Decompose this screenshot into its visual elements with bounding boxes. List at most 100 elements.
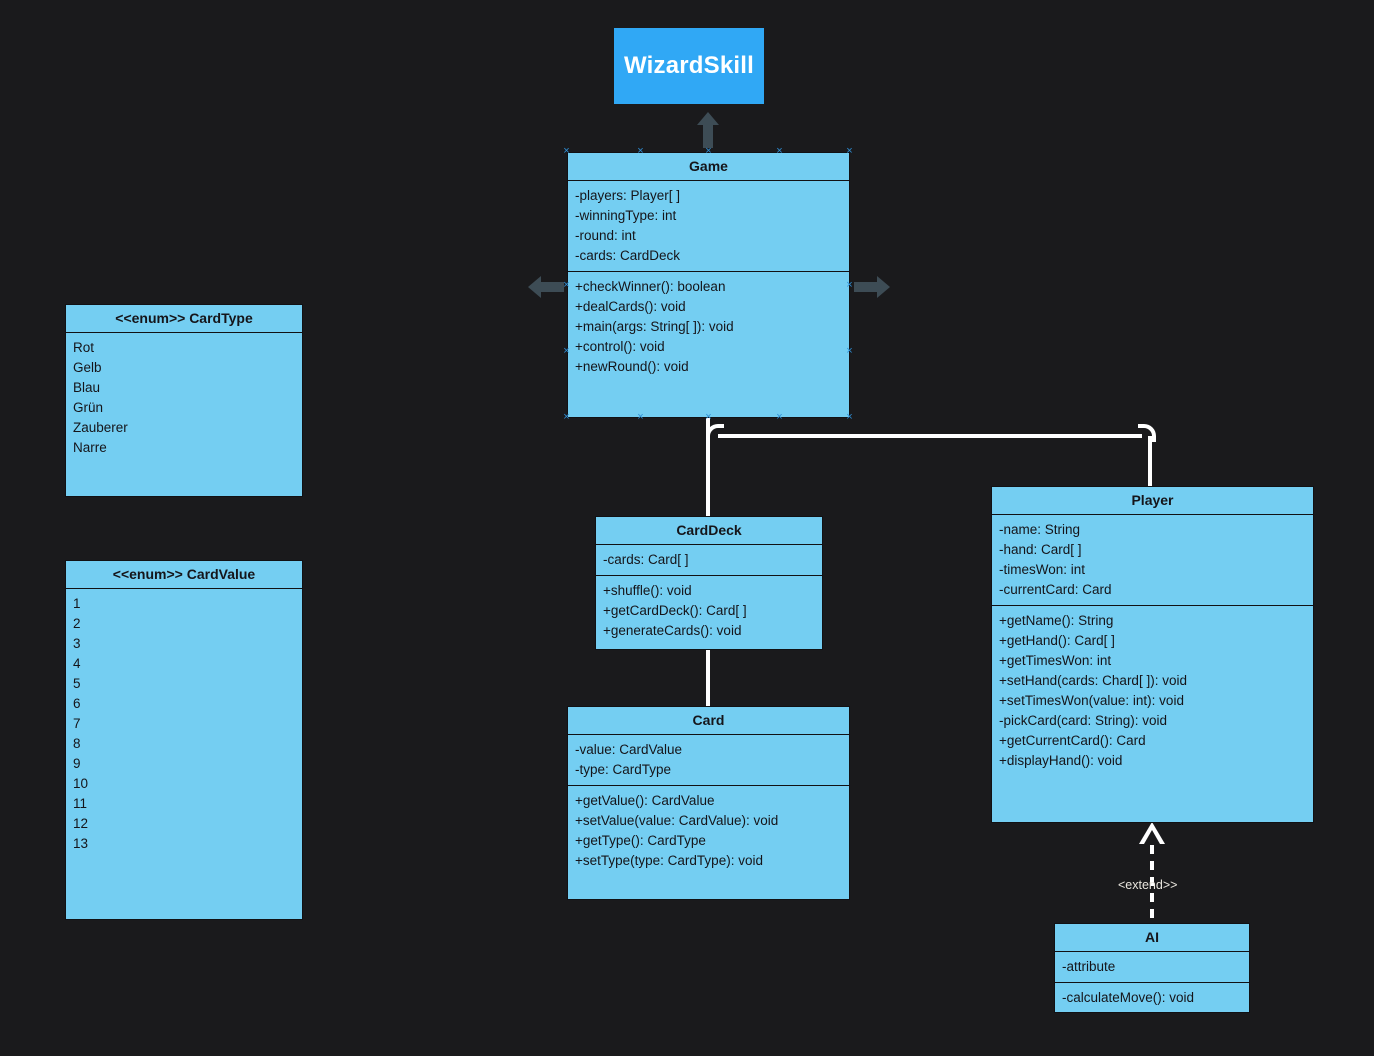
enum-value-row: Gelb — [73, 360, 102, 375]
enum-value-row: 9 — [73, 756, 81, 771]
edge-game-carddeck — [706, 418, 710, 528]
methods-compartment-game: +checkWinner(): boolean +dealCards(): vo… — [568, 272, 849, 417]
method-row: +dealCards(): void — [575, 299, 686, 314]
class-box-ai[interactable]: AI -attribute -calculateMove(): void — [1054, 923, 1250, 1013]
method-row: +shuffle(): void — [603, 583, 692, 598]
class-box-card[interactable]: Card -value: CardValue -type: CardType +… — [567, 706, 850, 900]
enum-value-row: Zauberer — [73, 420, 128, 435]
arrow-left-nav[interactable] — [528, 275, 564, 299]
enum-value-row: 12 — [73, 816, 89, 831]
enum-value-row: 7 — [73, 716, 81, 731]
method-row: +setHand(cards: Chard[ ]): void — [999, 673, 1187, 688]
enum-value-row: 3 — [73, 636, 81, 651]
class-box-carddeck[interactable]: CardDeck -cards: Card[ ] +shuffle(): voi… — [595, 516, 823, 650]
enum-value-row: 1 — [73, 596, 81, 611]
attribute-row: -cards: CardDeck — [575, 248, 681, 263]
method-row: +getType(): CardType — [575, 833, 706, 848]
attribute-row: -players: Player[ ] — [575, 188, 681, 203]
selection-handle-sw[interactable]: × — [563, 411, 570, 423]
method-row: +setTimesWon(value: int): void — [999, 693, 1184, 708]
attribute-row: -hand: Card[ ] — [999, 542, 1082, 557]
enum-value-row: 2 — [73, 616, 81, 631]
attributes-compartment-carddeck: -cards: Card[ ] — [596, 545, 822, 576]
method-row: +checkWinner(): boolean — [575, 279, 726, 294]
enum-value-row: 11 — [73, 796, 88, 811]
methods-compartment-player: +getName(): String +getHand(): Card[ ] +… — [992, 606, 1313, 822]
method-row: -pickCard(card: String): void — [999, 713, 1168, 728]
method-row: +getHand(): Card[ ] — [999, 633, 1115, 648]
class-name-carddeck: CardDeck — [596, 517, 822, 545]
edge-game-player-corner-right — [1138, 424, 1156, 442]
class-box-cardtype[interactable]: <<enum>> CardType Rot Gelb Blau Grün Zau… — [65, 304, 303, 497]
attribute-row: -name: String — [999, 522, 1081, 537]
selection-handle-n[interactable]: × — [637, 145, 644, 157]
method-row: +getCurrentCard(): Card — [999, 733, 1146, 748]
class-name-card: Card — [568, 707, 849, 735]
enum-value-row: Rot — [73, 340, 95, 355]
method-row: +generateCards(): void — [603, 623, 742, 638]
title-block-wizardskill[interactable]: WizardSkill — [614, 28, 764, 104]
attributes-compartment-game: -players: Player[ ] -winningType: int -r… — [568, 181, 849, 272]
class-name-ai: AI — [1055, 924, 1249, 952]
method-row: +getTimesWon: int — [999, 653, 1112, 668]
arrow-up-to-title — [697, 112, 719, 148]
selection-handle-w[interactable]: × — [563, 279, 570, 291]
selection-handle-s[interactable]: × — [637, 411, 644, 423]
class-name-cardtype: <<enum>> CardType — [66, 305, 302, 333]
attribute-row: -value: CardValue — [575, 742, 683, 757]
method-row: +control(): void — [575, 339, 665, 354]
attribute-row: -attribute — [1062, 959, 1116, 974]
method-row: +setValue(value: CardValue): void — [575, 813, 779, 828]
selection-handle-nw[interactable]: × — [563, 145, 570, 157]
attribute-row: -cards: Card[ ] — [603, 552, 689, 567]
enum-value-row: 10 — [73, 776, 89, 791]
enum-value-row: 13 — [73, 836, 89, 851]
values-compartment-cardtype: Rot Gelb Blau Grün Zauberer Narre — [66, 333, 302, 496]
selection-handle-ne[interactable]: × — [846, 145, 853, 157]
attributes-compartment-ai: -attribute — [1055, 952, 1249, 983]
selection-handle-w2[interactable]: × — [563, 345, 570, 357]
class-box-game[interactable]: Game -players: Player[ ] -winningType: i… — [567, 152, 850, 418]
selection-handle-se[interactable]: × — [846, 411, 853, 423]
attribute-row: -type: CardType — [575, 762, 672, 777]
edge-game-player-corner-left — [706, 424, 724, 442]
methods-compartment-card: +getValue(): CardValue +setValue(value: … — [568, 786, 849, 899]
attributes-compartment-card: -value: CardValue -type: CardType — [568, 735, 849, 786]
edge-label-extend: <extend>> — [1118, 878, 1178, 892]
enum-value-row: 8 — [73, 736, 81, 751]
enum-value-row: 4 — [73, 656, 81, 671]
edge-player-vertical — [1148, 436, 1152, 488]
arrow-right-nav[interactable] — [854, 275, 890, 299]
enum-value-row: Grün — [73, 400, 104, 415]
values-compartment-cardvalue: 1 2 3 4 5 6 7 8 9 10 11 12 13 — [66, 589, 302, 919]
class-box-player[interactable]: Player -name: String -hand: Card[ ] -tim… — [991, 486, 1314, 823]
generalization-arrowhead-ai-inner — [1144, 830, 1160, 844]
selection-handle-e2[interactable]: × — [846, 345, 853, 357]
method-row: +getName(): String — [999, 613, 1114, 628]
selection-handle-e[interactable]: × — [846, 279, 853, 291]
method-row: +getCardDeck(): Card[ ] — [603, 603, 747, 618]
selection-handle-n3[interactable]: × — [776, 145, 783, 157]
selection-handle-n2[interactable]: × — [705, 145, 712, 157]
class-box-cardvalue[interactable]: <<enum>> CardValue 1 2 3 4 5 6 7 8 9 10 … — [65, 560, 303, 920]
selection-handle-s2[interactable]: × — [705, 411, 712, 423]
attribute-row: -currentCard: Card — [999, 582, 1112, 597]
method-row: +getValue(): CardValue — [575, 793, 715, 808]
method-row: +main(args: String[ ]): void — [575, 319, 734, 334]
method-row: +setType(type: CardType): void — [575, 853, 763, 868]
title-block-label: WizardSkill — [623, 52, 755, 79]
edge-ai-player-dashed — [1150, 845, 1154, 925]
enum-value-row: 6 — [73, 696, 81, 711]
edge-carddeck-card — [706, 650, 710, 718]
methods-compartment-ai: -calculateMove(): void — [1055, 983, 1249, 1013]
method-row: -calculateMove(): void — [1062, 990, 1195, 1005]
attribute-row: -round: int — [575, 228, 636, 243]
selection-handle-s3[interactable]: × — [776, 411, 783, 423]
edge-game-player-horizontal — [718, 434, 1142, 438]
attribute-row: -timesWon: int — [999, 562, 1086, 577]
methods-compartment-carddeck: +shuffle(): void +getCardDeck(): Card[ ]… — [596, 576, 822, 649]
method-row: +displayHand(): void — [999, 753, 1123, 768]
attribute-row: -winningType: int — [575, 208, 677, 223]
class-name-cardvalue: <<enum>> CardValue — [66, 561, 302, 589]
